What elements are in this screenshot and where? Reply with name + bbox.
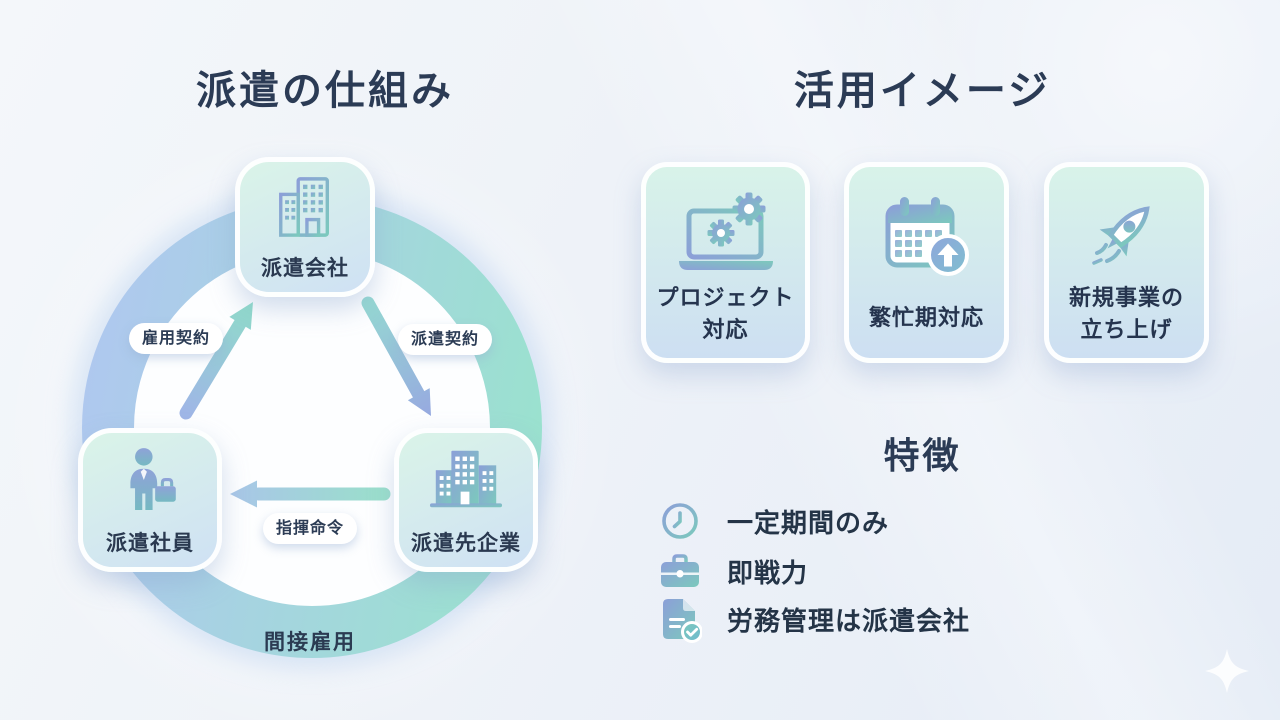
- arrow-employment-contract-icon: [179, 302, 253, 420]
- briefcase-icon: [657, 552, 703, 590]
- document-check-icon: [657, 595, 703, 643]
- rocket-icon: [1083, 183, 1171, 282]
- arrow-dispatch-contract-icon: [361, 296, 431, 416]
- feature-label: 一定期間のみ: [727, 507, 890, 538]
- node-label: 派遣会社: [261, 257, 349, 280]
- feature-row-ready-workforce: 即戦力: [657, 549, 808, 593]
- features-section-title: 特徴: [883, 435, 962, 476]
- usage-card-project: プロジェクト 対応: [641, 162, 810, 363]
- node-label: 派遣先企業: [411, 532, 521, 555]
- office-building-icon: [269, 175, 341, 239]
- usage-card-label: 繁忙期対応: [868, 304, 984, 330]
- contract-label-dispatch: 派遣契約: [398, 324, 493, 355]
- arrow-command-icon: [230, 480, 391, 508]
- company-buildings-icon: [428, 446, 504, 510]
- clock-icon: [657, 501, 703, 541]
- contract-label-command: 指揮命令: [263, 513, 358, 544]
- node-card-dispatch-agency: 派遣会社: [235, 157, 375, 297]
- contract-label-employment: 雇用契約: [129, 323, 224, 354]
- feature-label: 即戦力: [727, 557, 809, 588]
- usage-section-title: 活用イメージ: [793, 69, 1052, 113]
- indirect-employment-caption: 間接雇用: [264, 631, 356, 654]
- laptop-gears-icon: [675, 183, 777, 282]
- business-person-icon: [117, 446, 183, 512]
- usage-card-label: プロジェクト 対応: [656, 285, 795, 343]
- sparkle-icon: [1205, 649, 1249, 693]
- usage-card-new-business: 新規事業の 立ち上げ: [1044, 162, 1209, 363]
- node-label: 派遣社員: [106, 532, 194, 555]
- left-section-title: 派遣の仕組み: [196, 69, 454, 113]
- node-card-client-company: 派遣先企業: [394, 428, 538, 572]
- calendar-up-icon: [883, 183, 971, 289]
- feature-row-labor-management: 労務管理は派遣会社: [657, 595, 971, 643]
- feature-row-fixed-period: 一定期間のみ: [657, 499, 889, 543]
- usage-card-label: 新規事業の 立ち上げ: [1068, 285, 1184, 343]
- usage-card-busy-season: 繁忙期対応: [844, 162, 1009, 363]
- node-card-dispatch-worker: 派遣社員: [78, 428, 222, 572]
- feature-label: 労務管理は派遣会社: [727, 605, 971, 636]
